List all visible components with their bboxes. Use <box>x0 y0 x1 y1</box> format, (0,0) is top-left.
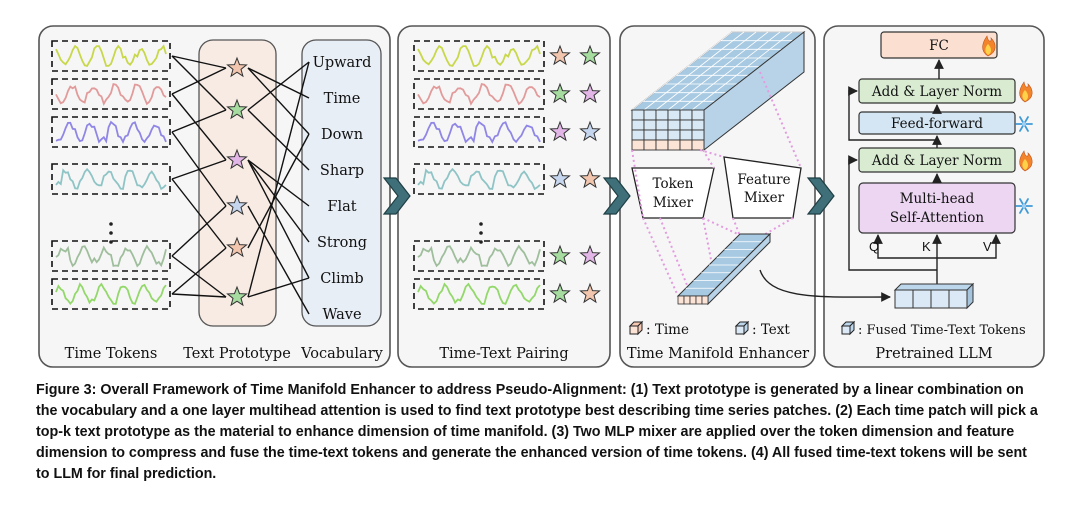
time-token <box>413 116 545 148</box>
star-icon <box>579 282 601 304</box>
snowflake-icon <box>1015 198 1033 214</box>
time-token <box>51 163 171 195</box>
svg-text:FC: FC <box>929 38 949 54</box>
time-token <box>413 40 545 72</box>
label-pretrained-llm: Pretrained LLM <box>875 346 992 362</box>
time-token <box>413 278 545 310</box>
star-icon <box>579 167 601 189</box>
star-icon <box>226 194 248 216</box>
svg-text:Add & Layer Norm: Add & Layer Norm <box>871 84 1002 100</box>
star-icon <box>549 120 571 142</box>
v-label: V <box>983 239 992 254</box>
time-token <box>51 116 171 148</box>
vocabulary-word: Wave <box>322 307 361 323</box>
star-icon <box>579 82 601 104</box>
star-icon <box>579 120 601 142</box>
star-icon <box>549 282 571 304</box>
star-icon <box>579 244 601 266</box>
star-icon <box>579 44 601 66</box>
time-token <box>413 78 545 110</box>
svg-text:Mixer: Mixer <box>653 195 694 211</box>
svg-text:Multi-head: Multi-head <box>900 191 975 207</box>
time-token <box>413 240 545 272</box>
legend-text: : Text <box>752 322 790 338</box>
enhanced-tensor <box>676 232 772 306</box>
vocabulary-word: Flat <box>327 199 356 215</box>
label-time-text-pairing: Time-Text Pairing <box>439 346 568 362</box>
ellipsis-icon <box>479 222 483 244</box>
svg-text:Self-Attention: Self-Attention <box>890 210 985 226</box>
time-text-tensor <box>630 30 806 152</box>
text-prototype-stars <box>226 56 248 307</box>
cube-icon <box>628 320 644 336</box>
time-token <box>413 163 545 195</box>
svg-text:Feature: Feature <box>737 172 790 188</box>
llm-input-tokens <box>893 282 975 310</box>
vocabulary-word: Climb <box>320 271 363 287</box>
star-icon <box>549 44 571 66</box>
q-label: Q <box>869 239 879 254</box>
add-norm-top-block: Add & Layer Norm <box>858 78 1016 104</box>
add-norm-bottom-block: Add & Layer Norm <box>858 147 1016 173</box>
label-time-tokens: Time Tokens <box>65 346 158 362</box>
fc-block: FC <box>880 31 998 59</box>
llm-arrows <box>848 59 1001 284</box>
attention-block: Multi-head Self-Attention <box>858 182 1016 234</box>
cube-icon <box>734 320 750 336</box>
label-vocabulary: Vocabulary <box>300 346 383 362</box>
label-text-prototype: Text Prototype <box>183 346 291 362</box>
chevron-right-icon <box>602 177 631 215</box>
ellipsis-icon <box>109 222 113 244</box>
label-time-manifold-enhancer: Time Manifold Enhancer <box>627 346 809 362</box>
star-icon <box>226 98 248 120</box>
svg-text:Token: Token <box>653 176 694 192</box>
fire-icon <box>982 35 996 57</box>
figure-caption: Figure 3: Overall Framework of Time Mani… <box>36 382 1038 482</box>
legend-time: : Time <box>646 322 689 338</box>
alignment-links <box>171 55 310 315</box>
fire-icon <box>1019 150 1033 172</box>
fused-token-arrow <box>759 269 891 302</box>
star-icon <box>226 236 248 258</box>
legend-fused: : Fused Time-Text Tokens <box>858 323 1026 338</box>
time-token-list <box>51 40 171 310</box>
star-icon <box>226 56 248 78</box>
svg-text:Feed-forward: Feed-forward <box>891 116 983 132</box>
feed-forward-block: Feed-forward <box>858 111 1016 135</box>
star-icon <box>549 82 571 104</box>
chevron-right-icon <box>806 177 835 215</box>
pairing-stars <box>549 44 601 304</box>
time-token <box>51 40 171 72</box>
star-icon <box>226 148 248 170</box>
vocabulary-word: Down <box>321 127 363 143</box>
star-icon <box>549 244 571 266</box>
vocabulary-box <box>301 39 382 327</box>
fire-icon <box>1019 81 1033 103</box>
vocabulary-word: Sharp <box>320 163 364 179</box>
svg-text:Add & Layer Norm: Add & Layer Norm <box>871 153 1002 169</box>
vocabulary-word: Upward <box>313 55 372 71</box>
token-mixer: Token Mixer <box>631 167 715 219</box>
time-token <box>51 78 171 110</box>
k-label: K <box>922 239 931 254</box>
chevron-right-icon <box>382 177 411 215</box>
svg-text:Mixer: Mixer <box>744 190 785 206</box>
feature-mixer: Feature Mixer <box>723 156 802 219</box>
time-token <box>51 278 171 310</box>
vocabulary-word: Strong <box>317 235 367 251</box>
star-icon <box>226 285 248 307</box>
time-token <box>51 240 171 272</box>
vocabulary-word: Time <box>324 91 361 107</box>
cube-icon <box>840 320 856 336</box>
snowflake-icon <box>1015 116 1033 132</box>
panel-pairing <box>397 25 611 368</box>
pairing-token-list <box>413 40 545 310</box>
star-icon <box>549 167 571 189</box>
